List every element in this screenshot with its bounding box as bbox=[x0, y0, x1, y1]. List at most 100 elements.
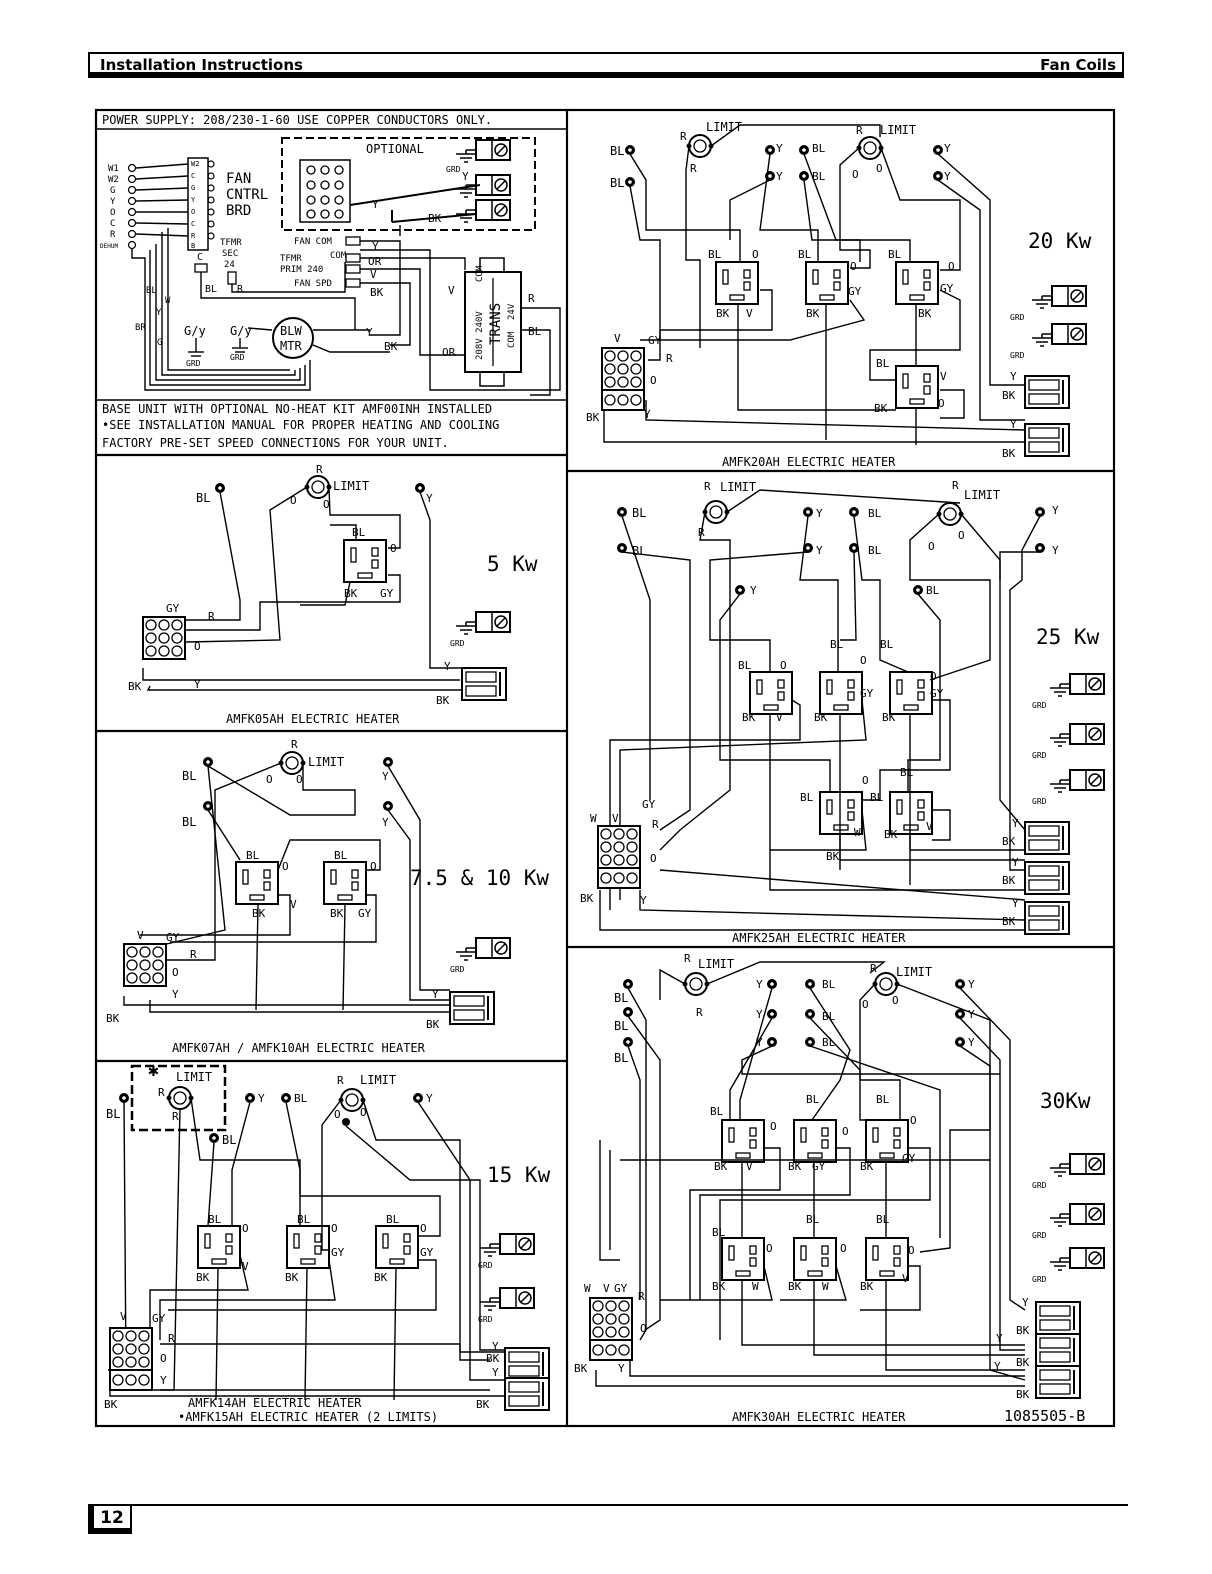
svg-text:BL: BL bbox=[708, 248, 722, 261]
heater-5kw-caption: AMFK05AH ELECTRIC HEATER bbox=[226, 712, 400, 726]
svg-text:G: G bbox=[191, 184, 195, 192]
svg-text:Y: Y bbox=[1010, 370, 1017, 383]
svg-text:✱: ✱ bbox=[148, 1060, 159, 1081]
header-left: Installation Instructions bbox=[100, 56, 303, 74]
svg-text:BK: BK bbox=[716, 307, 730, 320]
svg-text:GY: GY bbox=[902, 1152, 916, 1165]
svg-text:O: O bbox=[266, 773, 273, 786]
svg-text:V: V bbox=[746, 307, 753, 320]
svg-text:Y: Y bbox=[160, 1374, 167, 1387]
svg-text:BR: BR bbox=[135, 323, 146, 333]
svg-text:BK: BK bbox=[860, 1280, 874, 1293]
svg-text:SEC: SEC bbox=[222, 249, 238, 259]
svg-text:V: V bbox=[612, 812, 619, 825]
svg-text:V: V bbox=[370, 268, 377, 281]
svg-text:GRD: GRD bbox=[1032, 751, 1047, 760]
svg-text:O: O bbox=[282, 860, 289, 873]
svg-text:R: R bbox=[870, 962, 877, 975]
svg-text:Y: Y bbox=[944, 170, 951, 183]
svg-text:Y: Y bbox=[618, 1362, 625, 1375]
svg-text:O: O bbox=[850, 260, 857, 273]
svg-text:BK: BK bbox=[1002, 447, 1016, 460]
svg-text:O: O bbox=[770, 1120, 777, 1133]
svg-text:BL: BL bbox=[888, 248, 902, 261]
svg-text:BL: BL bbox=[182, 769, 196, 783]
svg-text:O: O bbox=[852, 168, 859, 181]
svg-text:BL: BL bbox=[294, 1092, 308, 1105]
svg-text:BL: BL bbox=[610, 144, 624, 158]
heater-30kw-panel: BL BL BL R LIMIT R Y BL Y BL Y BL R LIMI… bbox=[574, 952, 1105, 1425]
svg-text:Y: Y bbox=[426, 1092, 433, 1105]
svg-text:BK: BK bbox=[1002, 389, 1016, 402]
svg-text:Y: Y bbox=[156, 308, 162, 318]
svg-text:BL: BL bbox=[386, 1213, 400, 1226]
svg-text:Y: Y bbox=[968, 1008, 975, 1021]
svg-text:G: G bbox=[110, 186, 115, 196]
svg-text:W1: W1 bbox=[108, 164, 119, 174]
svg-text:BL: BL bbox=[610, 176, 624, 190]
svg-text:Y: Y bbox=[816, 507, 823, 520]
heater-15kw-caption-2: •AMFK15AH ELECTRIC HEATER (2 LIMITS) bbox=[178, 1410, 438, 1424]
svg-text:BL: BL bbox=[196, 491, 210, 505]
svg-text:V: V bbox=[746, 1160, 753, 1173]
svg-text:V: V bbox=[137, 929, 144, 942]
heater-15kw-caption: AMFK14AH ELECTRIC HEATER bbox=[188, 1396, 362, 1410]
svg-text:W: W bbox=[854, 826, 861, 839]
svg-text:R: R bbox=[190, 948, 197, 961]
svg-text:O: O bbox=[331, 1222, 338, 1235]
svg-text:Y: Y bbox=[1052, 504, 1059, 517]
svg-text:LIMIT: LIMIT bbox=[964, 488, 1000, 502]
svg-text:Y: Y bbox=[750, 584, 757, 597]
svg-text:BL: BL bbox=[800, 791, 814, 804]
svg-text:GRD: GRD bbox=[478, 1315, 493, 1324]
svg-text:LIMIT: LIMIT bbox=[308, 755, 344, 769]
svg-text:G/y: G/y bbox=[230, 324, 252, 338]
svg-text:BK: BK bbox=[884, 828, 898, 841]
svg-text:V: V bbox=[902, 1272, 909, 1285]
svg-text:BK: BK bbox=[918, 307, 932, 320]
svg-text:BK: BK bbox=[788, 1160, 802, 1173]
svg-text:R: R bbox=[158, 1086, 165, 1099]
svg-text:24V: 24V bbox=[507, 303, 517, 320]
heater-20kw-rating: 20 Kw bbox=[1028, 229, 1092, 253]
svg-text:BL: BL bbox=[822, 978, 836, 991]
svg-text:Y: Y bbox=[776, 142, 783, 155]
svg-text:BK: BK bbox=[1002, 874, 1016, 887]
svg-text:BK: BK bbox=[374, 1271, 388, 1284]
svg-text:BL: BL bbox=[712, 1226, 726, 1239]
svg-text:BL: BL bbox=[632, 506, 646, 520]
svg-text:BL: BL bbox=[876, 357, 890, 370]
heater-15kw-rating: 15 Kw bbox=[487, 1163, 551, 1187]
svg-text:GRD: GRD bbox=[450, 639, 465, 648]
svg-text:BL: BL bbox=[926, 584, 940, 597]
svg-text:BL: BL bbox=[205, 284, 217, 295]
svg-text:C: C bbox=[191, 172, 195, 180]
svg-text:O: O bbox=[930, 670, 937, 683]
svg-text:BK: BK bbox=[486, 1352, 500, 1365]
svg-text:O: O bbox=[958, 529, 965, 542]
svg-text:Y: Y bbox=[816, 544, 823, 557]
svg-text:O: O bbox=[938, 397, 945, 410]
svg-text:Y: Y bbox=[1022, 1296, 1029, 1309]
heater-25kw-rating: 25 Kw bbox=[1036, 625, 1100, 649]
svg-text:LIMIT: LIMIT bbox=[880, 123, 916, 137]
svg-text:Y: Y bbox=[372, 198, 379, 211]
svg-text:BK: BK bbox=[1016, 1388, 1030, 1401]
svg-text:BL: BL bbox=[812, 142, 826, 155]
svg-text:Y: Y bbox=[382, 816, 389, 829]
svg-text:BASE UNIT WITH OPTIONAL NO-HEA: BASE UNIT WITH OPTIONAL NO-HEAT KIT AMF0… bbox=[102, 402, 492, 416]
svg-text:W2: W2 bbox=[108, 175, 119, 185]
svg-text:Y: Y bbox=[756, 978, 763, 991]
svg-text:R: R bbox=[337, 1074, 344, 1087]
page-number: 12 bbox=[88, 1506, 132, 1534]
svg-text:Y: Y bbox=[191, 196, 196, 204]
svg-text:BL: BL bbox=[614, 1019, 628, 1033]
svg-text:GRD: GRD bbox=[478, 1261, 493, 1270]
svg-text:LIMIT: LIMIT bbox=[896, 965, 932, 979]
svg-text:GRD: GRD bbox=[1010, 313, 1025, 322]
svg-text:O: O bbox=[862, 998, 869, 1011]
svg-text:R: R bbox=[237, 284, 244, 295]
svg-text:GRD: GRD bbox=[1010, 351, 1025, 360]
svg-text:C: C bbox=[197, 252, 203, 263]
svg-text:R: R bbox=[316, 463, 323, 476]
